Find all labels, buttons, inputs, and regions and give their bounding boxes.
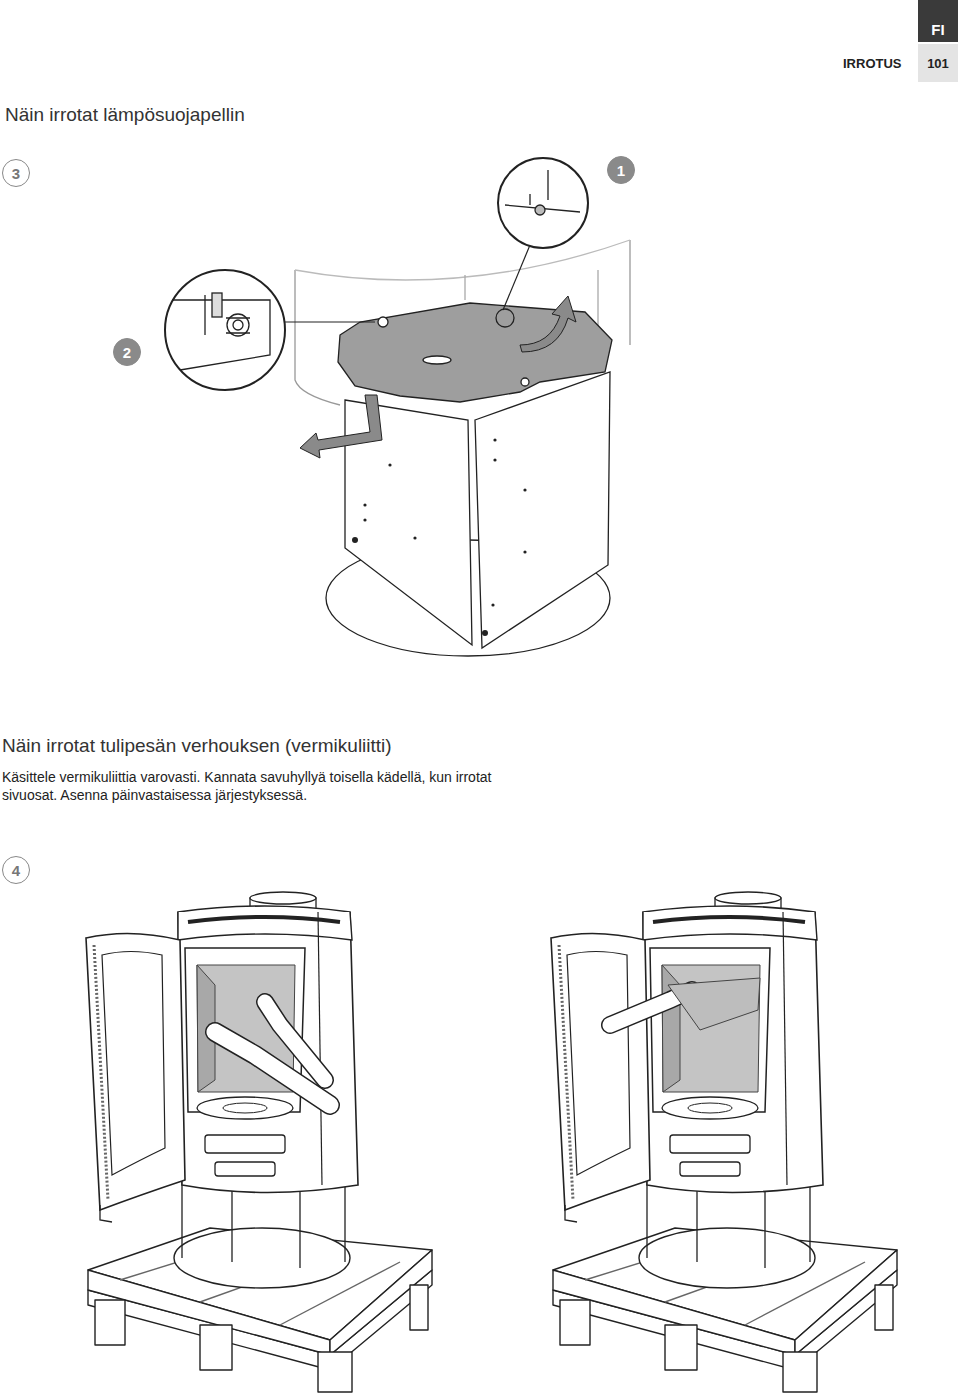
page-number: 101	[918, 44, 958, 82]
section-heading: Näin irrotat tulipesän verhouksen (vermi…	[2, 734, 392, 758]
tab-text: 101	[927, 56, 949, 71]
callout-number: 2	[113, 338, 141, 366]
callout-number: 3	[2, 159, 30, 187]
callout-number: 1	[617, 162, 625, 179]
instruction-text: Käsittele vermikuliittia varovasti. Kann…	[2, 768, 542, 804]
section-heading: Näin irrotat lämpösuojapellin	[5, 104, 245, 126]
callout-number: 1	[607, 156, 635, 184]
callout-number: 4	[2, 856, 30, 884]
callout-number: 3	[12, 165, 20, 182]
chapter-label: IRROTUS	[843, 56, 902, 72]
language-tab: FI	[918, 0, 958, 42]
callout-number: 4	[12, 862, 20, 879]
callout-number: 2	[123, 344, 131, 361]
tab-text: FI	[931, 21, 944, 38]
